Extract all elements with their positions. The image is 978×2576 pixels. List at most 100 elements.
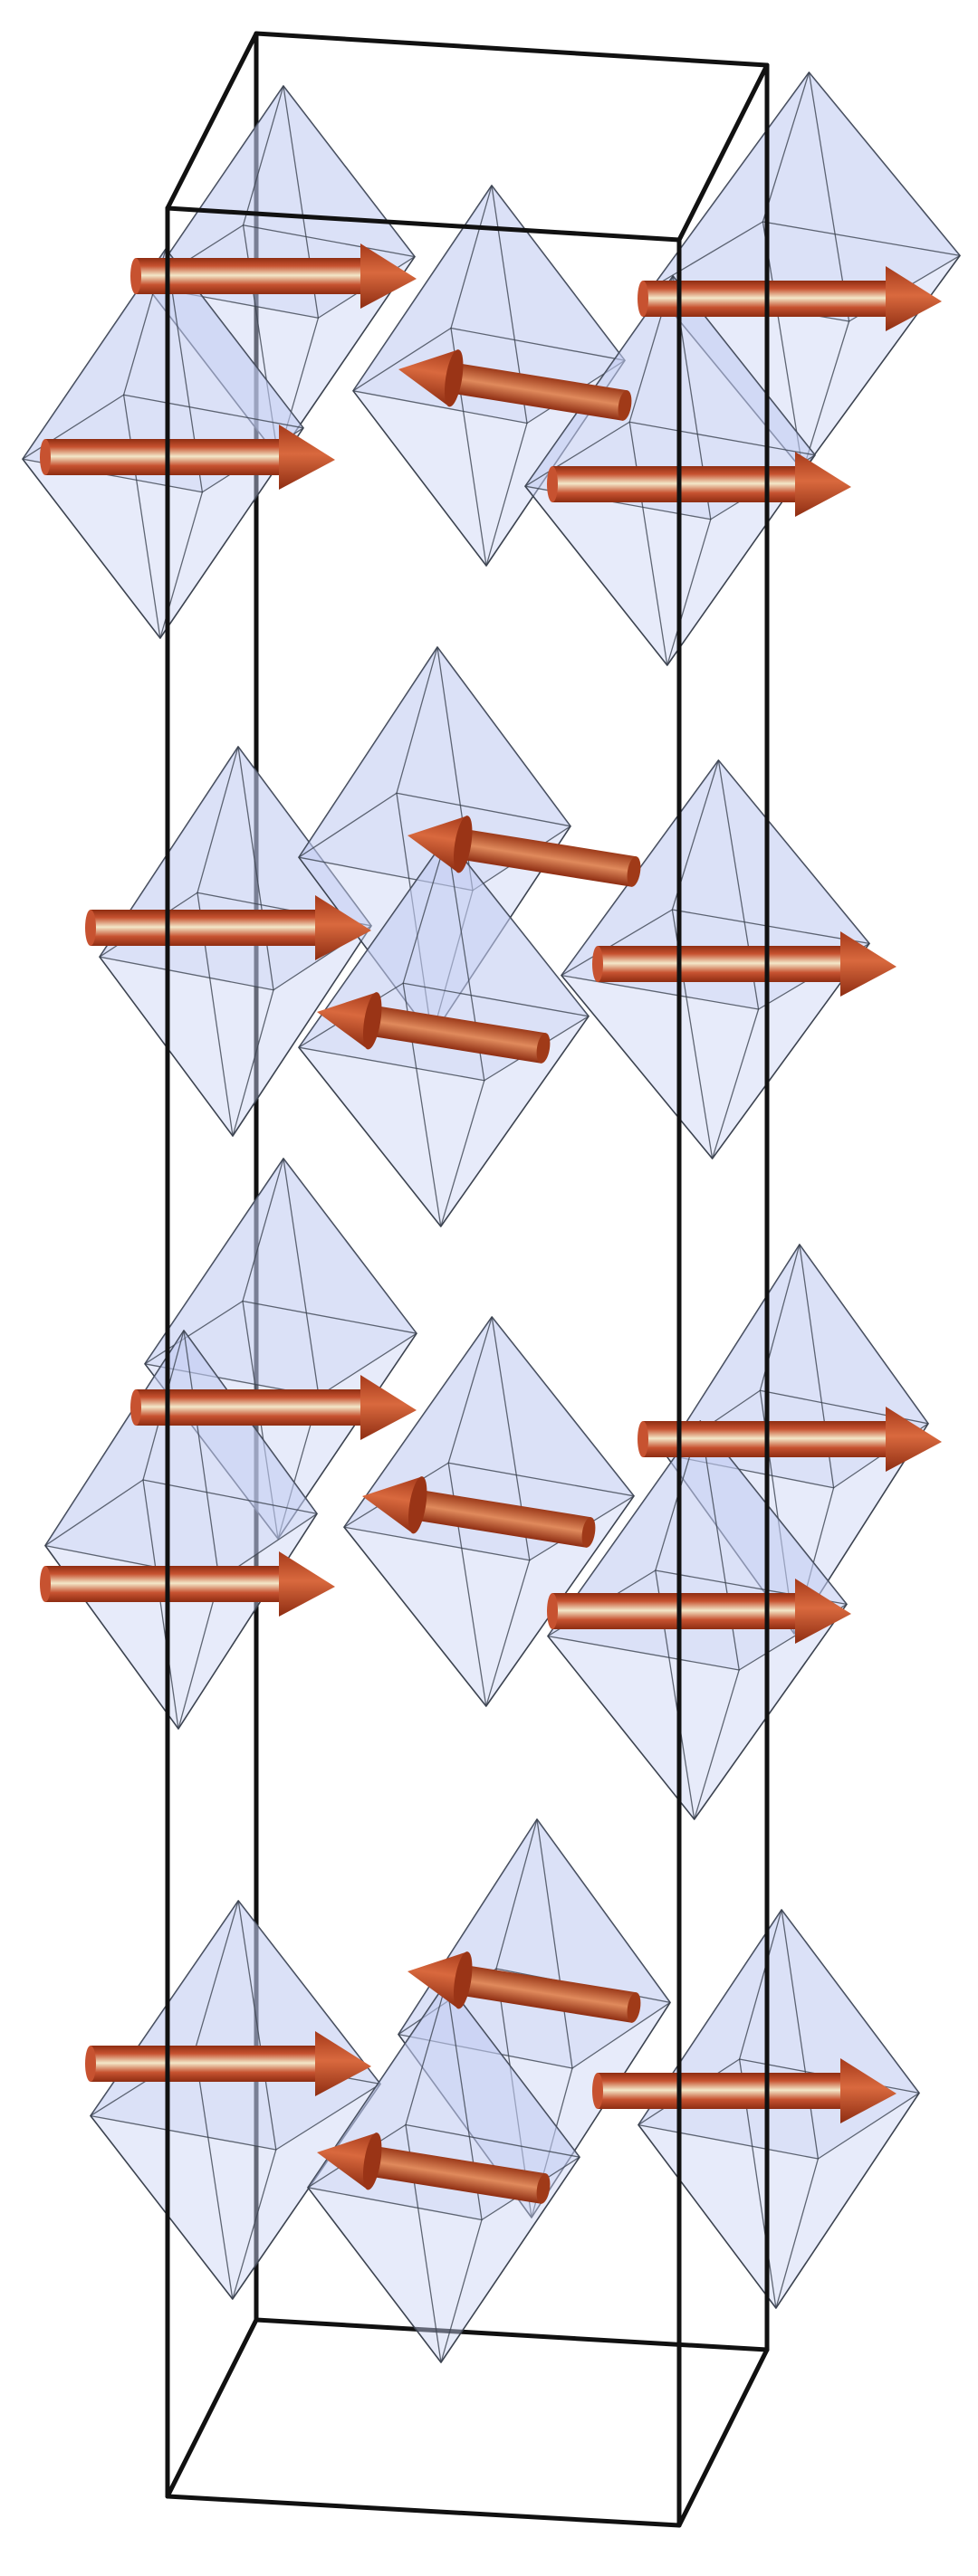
arrow-tail-cap — [638, 281, 648, 317]
arrow-head — [795, 452, 851, 517]
octahedron-edge — [298, 856, 474, 892]
octahedron-edge — [711, 1008, 760, 1159]
octahedron-edge — [485, 422, 528, 567]
octahedron-edge — [142, 1479, 318, 1515]
octahedron-edge — [122, 394, 161, 639]
cell-edge-top-right — [676, 62, 770, 243]
arrow-shaft — [356, 1003, 546, 1064]
spin-arrow-right — [638, 266, 942, 331]
arrow-tail-cap — [40, 439, 51, 475]
octahedron-edge — [628, 421, 816, 456]
arrow-tail-cap — [638, 1421, 648, 1457]
arrow-shaft — [91, 2046, 315, 2082]
arrow-tail-cap — [85, 910, 96, 946]
octahedron-edge — [242, 85, 284, 226]
octahedron-edge — [440, 1080, 485, 1227]
octahedron-face — [91, 1901, 380, 2150]
octahedron-edge — [638, 2123, 820, 2160]
octahedron-edge — [197, 746, 239, 893]
octahedron-face — [525, 276, 815, 520]
octahedron-edge — [762, 72, 810, 223]
arrow-shaft — [598, 2073, 840, 2109]
octahedron-edge — [405, 1981, 447, 2126]
octahedron-edge — [447, 1316, 493, 1464]
octahedron — [651, 72, 961, 472]
octahedron-edge — [431, 890, 474, 1037]
spin-arrow-right — [130, 243, 417, 309]
arrow-body — [317, 992, 551, 1064]
octahedron-edge — [352, 390, 528, 425]
octahedron-edge — [775, 2158, 820, 2309]
cell-edge-top-left — [165, 31, 259, 211]
unit-cell-back-edges — [165, 31, 770, 2499]
spin-arrow-right — [130, 1375, 417, 1440]
octahedron-edge — [144, 1300, 244, 1365]
cell-edge-top-front — [165, 205, 682, 243]
arrow-head — [279, 1551, 335, 1617]
spin-arrow-right — [40, 425, 335, 490]
cell-edge-bottom-back — [254, 2317, 770, 2352]
octahedron-edge — [237, 746, 274, 991]
octahedron-edge — [450, 327, 626, 361]
octahedron-edge — [561, 909, 674, 977]
arrow-head — [279, 425, 335, 490]
octahedron-face — [145, 1159, 417, 1397]
spin-arrow-left — [317, 2132, 551, 2204]
octahedron-edge — [396, 646, 438, 794]
arrow-shaft — [598, 946, 840, 982]
arrow-tail-cap — [130, 258, 141, 294]
octahedron-edge — [405, 2123, 580, 2158]
octahedron-edge — [283, 1158, 320, 1398]
spin-arrow-left — [317, 992, 551, 1064]
spin-arrows-layer — [40, 243, 942, 2204]
octahedron-edge — [571, 2001, 671, 2069]
cell-edge-bottom-front — [165, 2494, 682, 2528]
arrow-head-base — [453, 816, 473, 873]
cell-edge-bottom-right — [676, 2347, 770, 2528]
arrow-tail-cap — [85, 2046, 96, 2082]
octahedron-edge — [495, 1818, 538, 1970]
octahedron-edge — [183, 1330, 220, 1580]
arrow-tail-cap — [618, 390, 632, 421]
arrow-shaft — [437, 360, 628, 421]
arrow-head-base — [453, 1951, 473, 2009]
arrow-shaft — [401, 1487, 591, 1548]
cell-edge-bottom-left — [165, 2317, 259, 2499]
octahedron-edge — [561, 974, 760, 1010]
arrow-shaft — [91, 910, 315, 946]
spin-arrow-right — [85, 895, 371, 960]
arrow-tail-cap — [547, 466, 558, 502]
octahedron-edge — [781, 1909, 820, 2160]
octahedron-edge — [242, 1300, 417, 1334]
octahedron-edge — [762, 221, 961, 257]
octahedron-edge — [524, 421, 630, 487]
arrow-body — [408, 816, 641, 887]
octahedron-edge — [343, 1526, 531, 1561]
arrow-head — [886, 1407, 942, 1472]
octahedron-edge — [242, 224, 416, 258]
arrow-head — [317, 2132, 378, 2190]
octahedron-face — [45, 1331, 317, 1579]
arrow-head — [362, 1476, 423, 1534]
octahedron-edge — [440, 2218, 483, 2363]
arrow-shaft — [643, 1421, 886, 1457]
arrow-shaft — [136, 258, 360, 294]
octahedron-edge — [44, 1479, 144, 1547]
arrow-tail-cap — [581, 1517, 596, 1548]
octahedron-edge — [628, 421, 668, 666]
octahedron-edge — [90, 2114, 277, 2151]
octahedron-edge — [666, 519, 712, 666]
octahedron-edge — [801, 320, 850, 472]
unit-cell-front-edges — [165, 31, 770, 2528]
octahedron-edge — [194, 2049, 234, 2300]
spin-arrow-left — [408, 1951, 641, 2023]
octahedron-edge — [22, 394, 125, 460]
arrow-shaft — [136, 1389, 360, 1426]
octahedron-edge — [142, 1479, 179, 1730]
octahedron-edge — [665, 1454, 835, 1489]
octahedron-edge — [242, 1158, 284, 1302]
arrow-shaft — [45, 439, 279, 475]
arrow-body — [317, 2132, 551, 2204]
arrow-tail-cap — [536, 2173, 551, 2204]
